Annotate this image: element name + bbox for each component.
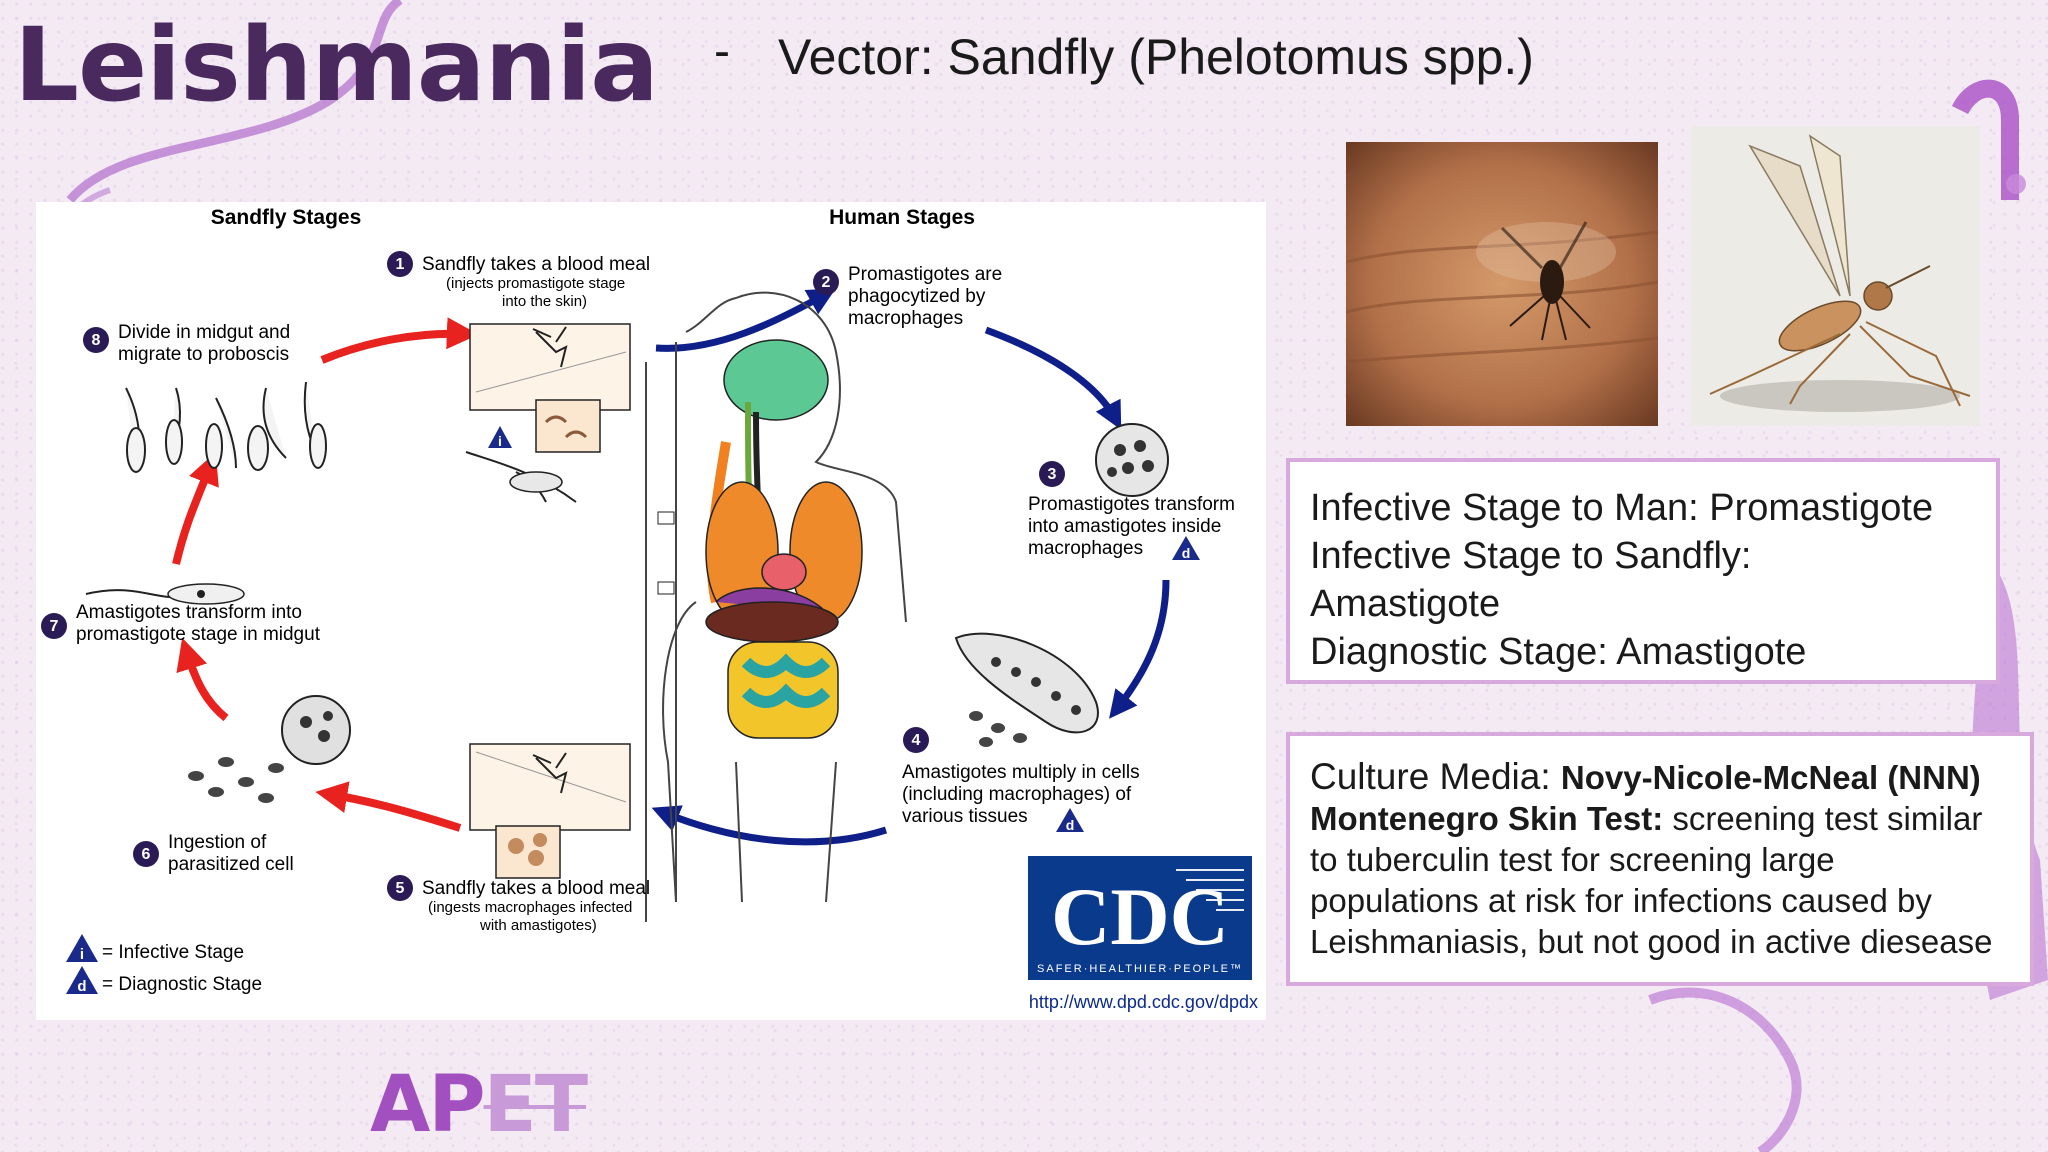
- human-stages-header: Human Stages: [829, 206, 975, 229]
- cdc-logo-stripes: [1176, 869, 1244, 911]
- red-arrow-5-6: [315, 781, 462, 832]
- blue-arrow-1-2: [655, 288, 836, 352]
- step-5-line-1: Sandfly takes a blood meal: [422, 878, 650, 899]
- blue-arrow-4-5: [651, 805, 888, 846]
- step-6-badge: [133, 841, 159, 867]
- diagnostic-symbol-4: [1056, 808, 1084, 832]
- apet-logo: APET: [370, 1060, 588, 1150]
- step-7-line-1: Amastigotes transform into: [76, 602, 302, 623]
- slide-title: Leishmania: [14, 6, 659, 125]
- legend-infective-letter: i: [80, 946, 84, 963]
- step-7-illustration: [85, 583, 245, 605]
- step-5-number: 5: [396, 880, 405, 897]
- sandfly-illustration: [1690, 126, 1980, 426]
- infective-sandfly-line: Infective Stage to Sandfly:: [1310, 535, 1752, 577]
- cdc-url-link[interactable]: http://www.dpd.cdc.gov/dpdx: [1029, 992, 1258, 1012]
- red-arrow-7-8: [172, 452, 219, 565]
- step-1-line-1: Sandfly takes a blood meal: [422, 254, 650, 275]
- step-4-badge: [903, 727, 929, 753]
- step-2-line-3: macrophages: [848, 308, 963, 329]
- stages-info-box: Infective Stage to Man: Promastigote Inf…: [1286, 458, 2000, 684]
- logo-part-2: ET: [483, 1060, 588, 1150]
- montenegro-text: screening test similar to tuberculin tes…: [1310, 800, 1993, 960]
- culture-label: Culture Media:: [1310, 756, 1561, 797]
- step-8-badge: [83, 327, 109, 353]
- step-3-line-2: into amastigotes inside: [1028, 516, 1221, 537]
- blue-arrow-3-4: [1109, 579, 1170, 719]
- step-4-illustration: [954, 632, 1099, 747]
- step-3-line-1: Promastigotes transform: [1028, 494, 1235, 515]
- step-8-number: 8: [92, 332, 101, 349]
- step-8-line-1: Divide in midgut and: [118, 322, 290, 343]
- culture-info-box: Culture Media: Novy-Nicole-McNeal (NNN) …: [1286, 732, 2034, 986]
- legend-infective-text: = Infective Stage: [102, 942, 244, 963]
- step-3-number: 3: [1048, 466, 1057, 483]
- step-1-illustration: i: [465, 323, 631, 503]
- step-2-number: 2: [822, 274, 831, 291]
- infective-sandfly-value: Amastigote: [1310, 583, 1501, 625]
- step-1-line-3: into the skin): [502, 293, 587, 310]
- cdc-tagline: SAFER·HEALTHIER·PEOPLE™: [1037, 963, 1243, 975]
- step-1-number: 1: [396, 256, 405, 273]
- logo-part-1: AP: [370, 1060, 486, 1150]
- diagnostic-stage-line: Diagnostic Stage: Amastigote: [1310, 631, 1807, 673]
- step-3-illustration: [1095, 423, 1169, 497]
- life-cycle-diagram: Sandfly Stages Human Stages i: [36, 202, 1266, 1020]
- step-7-number: 7: [50, 618, 59, 635]
- sandfly-stages-header: Sandfly Stages: [211, 206, 362, 229]
- step-2-line-1: Promastigotes are: [848, 264, 1002, 285]
- culture-paragraph: Culture Media: Novy-Nicole-McNeal (NNN) …: [1310, 756, 2010, 962]
- step-5-illustration: [469, 743, 631, 879]
- step-2-badge: [813, 269, 839, 295]
- legend-diagnostic-icon: [66, 966, 98, 994]
- diagnostic-symbol-3-letter: d: [1182, 545, 1191, 561]
- step-4-line-3: various tissues: [902, 806, 1028, 827]
- montenegro-label: Montenegro Skin Test:: [1310, 800, 1664, 837]
- step-6-illustration: [188, 695, 351, 803]
- human-body-illustration: [645, 291, 907, 922]
- step-6-line-2: parasitized cell: [168, 854, 294, 875]
- infective-man-line: Infective Stage to Man: Promastigote: [1310, 487, 1934, 529]
- step-6-number: 6: [142, 846, 151, 863]
- step-8-line-2: migrate to proboscis: [118, 344, 289, 365]
- step-1-line-2: (injects promastigote stage: [446, 275, 625, 292]
- step-3-line-3: macrophages: [1028, 538, 1143, 559]
- legend-diagnostic-letter: d: [77, 978, 86, 995]
- step-4-number: 4: [912, 732, 921, 749]
- step-8-illustration: [125, 381, 327, 473]
- step-3-badge: [1039, 461, 1065, 487]
- step-2-line-2: phagocytized by: [848, 286, 986, 307]
- step-1-badge: [387, 251, 413, 277]
- step-5-badge: [387, 875, 413, 901]
- infective-symbol-1: i: [498, 433, 502, 449]
- step-7-badge: [41, 613, 67, 639]
- step-4-line-2: (including macrophages) of: [902, 784, 1132, 805]
- red-arrow-8-1: [320, 317, 479, 364]
- step-5-line-3: with amastigotes): [479, 917, 597, 934]
- blue-arrow-2-3: [984, 326, 1122, 430]
- cdc-logo-text: CDC: [1051, 871, 1229, 962]
- red-arrow-6-7: [176, 637, 229, 722]
- vector-bullet: Vector: Sandfly (Phelotomus spp.): [778, 29, 1534, 85]
- cdc-logo-box: [1028, 856, 1252, 980]
- diagnostic-symbol-3: [1172, 536, 1200, 560]
- step-5-line-2: (ingests macrophages infected: [428, 899, 632, 916]
- legend-diagnostic-text: = Diagnostic Stage: [102, 974, 262, 995]
- diagnostic-symbol-4-letter: d: [1066, 817, 1075, 833]
- step-4-line-1: Amastigotes multiply in cells: [902, 762, 1140, 783]
- bullet-marker: -: [714, 25, 730, 78]
- step-6-line-1: Ingestion of: [168, 832, 267, 853]
- sandfly-photo: [1346, 142, 1658, 426]
- step-7-line-2: promastigote stage in midgut: [76, 624, 321, 645]
- culture-value: Novy-Nicole-McNeal (NNN): [1560, 759, 1981, 796]
- legend-infective-icon: [66, 934, 98, 962]
